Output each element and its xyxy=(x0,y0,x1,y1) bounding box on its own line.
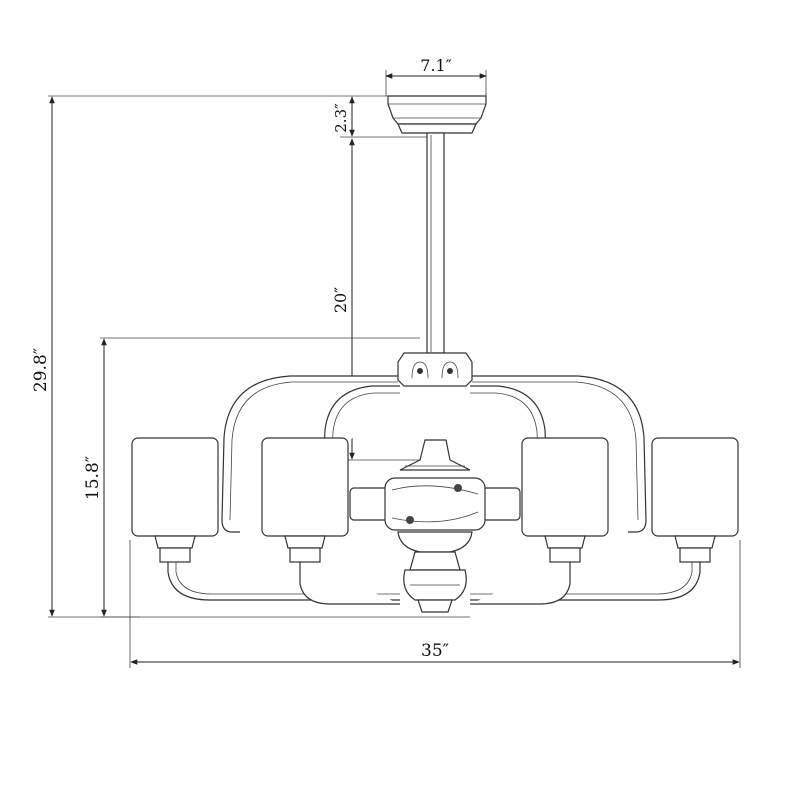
upper-hub xyxy=(397,352,473,387)
downrod-length-label: 20″ xyxy=(331,287,350,313)
fan-motor-body xyxy=(349,439,521,613)
dimension-overall-width: 35″ xyxy=(130,641,740,665)
lower-arms xyxy=(167,560,701,605)
canopy xyxy=(387,95,487,134)
canopy-width-label: 7.1″ xyxy=(420,56,451,75)
dimension-fixture-height: 15.8″ xyxy=(83,338,107,617)
extension-lines xyxy=(48,70,741,668)
fixture-height-label: 15.8″ xyxy=(83,456,103,500)
dimension-canopy-height: 2.3″ xyxy=(332,96,355,137)
shade-4 xyxy=(651,437,739,563)
dimension-overall-height: 29.8″ xyxy=(31,96,55,617)
canopy-height-label: 2.3″ xyxy=(332,103,350,133)
shade-3 xyxy=(521,437,609,563)
dimension-canopy-width: 7.1″ xyxy=(385,56,487,79)
downrod xyxy=(426,132,445,354)
shade-1 xyxy=(131,437,219,563)
overall-height-label: 29.8″ xyxy=(31,348,51,392)
overall-width-label: 35″ xyxy=(421,641,449,661)
shade-2 xyxy=(261,437,349,563)
